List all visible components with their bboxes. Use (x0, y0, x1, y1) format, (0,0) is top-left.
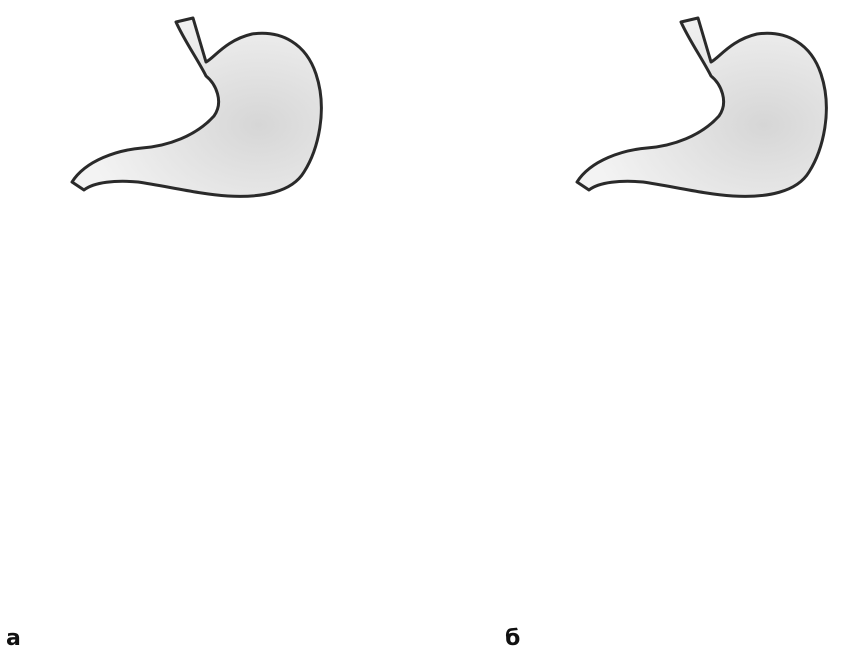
panel-a-label: а (6, 628, 21, 650)
panel-b-diagram (547, 18, 840, 613)
panel-a-diagram: .panel-a .seg-upper, .panel-a .seg-mid {… (42, 18, 335, 613)
panel-b-label: б (505, 628, 520, 650)
